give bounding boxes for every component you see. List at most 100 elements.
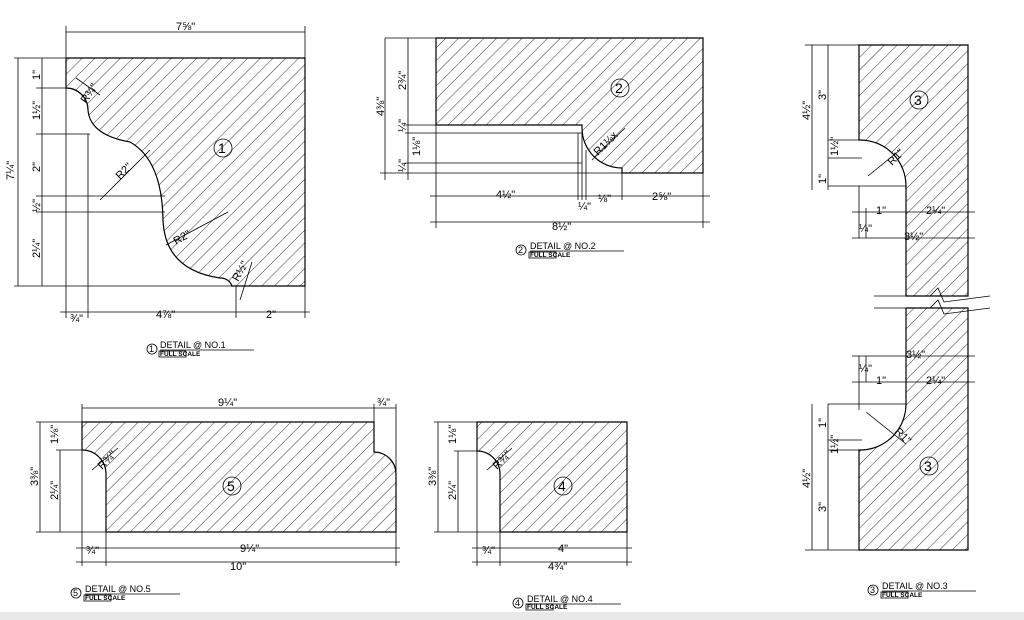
detail-2-dim-total: 8½" <box>552 221 571 233</box>
detail-3-caption-number: 3 <box>870 585 875 595</box>
detail-5-profile <box>81 421 397 533</box>
detail-2-caption-bubble <box>515 244 527 256</box>
detail-5-dim-left-1: 1⅛" <box>49 425 61 444</box>
detail-4-scale-box <box>525 603 554 611</box>
detail-5-dim-total: 10" <box>230 561 246 573</box>
detail-3-dim-bot-3: 1" <box>876 375 886 387</box>
detail-3-dim-bot-2: ¼" <box>859 363 872 375</box>
detail-3-bottom-profile <box>858 307 969 551</box>
detail-4-dim-total: 4¾" <box>548 561 567 573</box>
detail-1-dim-left-1: 1" <box>31 70 43 80</box>
detail-3-bubble-top <box>909 90 929 110</box>
detail-3-dim-top-left-2: 1½" <box>829 137 841 156</box>
bottom-strip <box>0 612 1024 620</box>
detail-3-dim-bot-left-1: 1" <box>817 418 829 428</box>
detail-5-dim-bottom-1: ¾" <box>86 545 99 557</box>
detail-4-dim-bottom-2: 4" <box>558 543 568 555</box>
detail-1: 7⅝" 7¼" 1" 1½" 2" ½" 2¼" ¾" 4⅞" 2" R¾" R… <box>5 21 310 358</box>
detail-5-scale-box <box>83 594 112 602</box>
detail-5-caption: DETAIL @ NO.5 <box>85 584 151 594</box>
detail-3-bubble-bottom <box>919 456 939 476</box>
detail-2-bubble <box>610 78 630 98</box>
detail-3-dim-bot-left-2: 1½" <box>829 435 841 454</box>
detail-1-caption-number: 1 <box>149 344 154 354</box>
detail-4-dim-left-1: 1⅛" <box>447 425 459 444</box>
detail-3-dim-bot-left-3: 3" <box>817 502 829 512</box>
detail-2-scale-box <box>528 251 557 259</box>
detail-3-scale: FULL SCALE <box>882 592 923 599</box>
detail-3-caption-bubble <box>867 584 879 596</box>
detail-5-dim-top: 9¼" <box>218 397 237 409</box>
detail-3-dim-top-left-1: 3" <box>817 90 829 100</box>
detail-1-radius-2a: R2" <box>114 161 135 182</box>
detail-1-profile <box>65 57 306 287</box>
detail-3-dim-top-1: 1" <box>876 205 886 217</box>
detail-1-caption: DETAIL @ NO.1 <box>160 340 226 350</box>
detail-3-top-profile <box>858 44 969 297</box>
detail-2-dim-left-2: ¼" <box>397 119 409 132</box>
detail-1-scale-box <box>158 350 187 358</box>
detail-3-dim-top-left-3: 1" <box>817 174 829 184</box>
detail-3-dim-bot-4: 2¼" <box>926 375 945 387</box>
detail-3-caption: DETAIL @ NO.3 <box>882 581 948 591</box>
detail-2-dim-left-4: ¼" <box>397 159 409 172</box>
detail-5-dim-left-2: 2¼" <box>49 481 61 500</box>
detail-2-scale: FULL SCALE <box>530 252 571 259</box>
detail-1-dim-bottom-3: 2" <box>266 309 276 321</box>
detail-2-dim-bottom-3: ⅛" <box>598 193 611 205</box>
detail-3-dim-top-3: 3½" <box>904 231 923 243</box>
detail-2-dim-bottom-4: 2⅝" <box>652 191 671 203</box>
detail-2: 4⅜" 2¾" ¼" 1⅛" ¼" 4½" ¼" ⅛" 2⅝" 8½" R1⅛x… <box>375 37 710 259</box>
detail-1-caption-bubble <box>146 343 158 355</box>
detail-2-dim-left-1: 2¾" <box>397 71 409 90</box>
detail-5-bubble <box>222 476 242 496</box>
detail-5-dim-top-right: ¾" <box>377 397 390 409</box>
detail-3-dim-top-left-total: 4½" <box>801 101 813 120</box>
detail-5: 9¼" ¾" 3⅜" 1⅛" 2¼" R¾" ¾" 9¼" 10" 5 5 DE… <box>29 397 400 602</box>
detail-2-dim-bottom-1: 4½" <box>496 189 515 201</box>
detail-2-caption: DETAIL @ NO.2 <box>530 241 596 251</box>
detail-4-caption-number: 4 <box>515 598 520 608</box>
detail-4-profile <box>476 421 628 533</box>
detail-3-dim-top-left-4: ¼" <box>859 223 872 235</box>
detail-1-dim-bottom-1: ¾" <box>70 313 83 325</box>
detail-2-caption-number: 2 <box>518 245 523 255</box>
detail-5-dim-bottom-2: 9¼" <box>240 543 259 555</box>
detail-1-scale: FULL SCALE <box>160 351 201 358</box>
detail-4-caption: DETAIL @ NO.4 <box>527 594 593 604</box>
detail-1-dim-left-4: ½" <box>31 199 43 212</box>
detail-4-caption-bubble <box>512 597 524 609</box>
detail-4-scale: FULL SCALE <box>527 604 568 611</box>
detail-5-dim-left-total: 3⅜" <box>29 467 41 486</box>
detail-2-dim-bottom-2: ¼" <box>578 201 591 213</box>
detail-3-scale-box <box>880 591 909 599</box>
detail-4-dim-bottom-1: ¾" <box>482 545 495 557</box>
detail-1-dim-left-5: 2¼" <box>31 239 43 258</box>
detail-1-dim-bottom-2: 4⅞" <box>156 309 175 321</box>
detail-3-dim-top-2: 2¼" <box>926 205 945 217</box>
detail-2-dim-left-3: 1⅛" <box>411 137 423 156</box>
detail-3-number-bottom: 3 <box>924 458 932 474</box>
detail-4-number: 4 <box>558 478 566 494</box>
detail-3: 4½" 3" 1½" 1" ¼" 1" 2¼" 3½" R1" 3½" ¼" 1… <box>801 44 991 599</box>
detail-5-caption-bubble <box>70 587 82 599</box>
detail-5-caption-number: 5 <box>73 588 78 598</box>
detail-1-dim-top: 7⅝" <box>176 21 195 33</box>
detail-2-dim-left-total: 4⅜" <box>375 97 387 116</box>
detail-3-number-top: 3 <box>914 92 922 108</box>
detail-5-scale: FULL SCALE <box>85 595 126 602</box>
detail-4-dim-left-total: 3⅜" <box>427 467 439 486</box>
detail-4-bubble <box>553 476 573 496</box>
detail-3-dim-bot-1: 3½" <box>906 349 925 361</box>
detail-2-number: 2 <box>615 80 623 96</box>
detail-1-dim-left-2: 1½" <box>31 101 43 120</box>
detail-3-dim-bot-left-total: 4½" <box>801 469 813 488</box>
detail-5-number: 5 <box>227 478 235 494</box>
detail-1-bubble <box>213 138 233 158</box>
detail-4: 3⅜" 1⅛" 2¼" R¾" ¾" 4" 4¾" 4 4 DETAIL @ N… <box>427 421 632 611</box>
detail-1-dim-left-3: 2" <box>31 162 43 172</box>
detail-1-number: 1 <box>218 140 226 156</box>
detail-2-profile <box>435 37 704 174</box>
detail-4-dim-left-2: 2¼" <box>447 481 459 500</box>
